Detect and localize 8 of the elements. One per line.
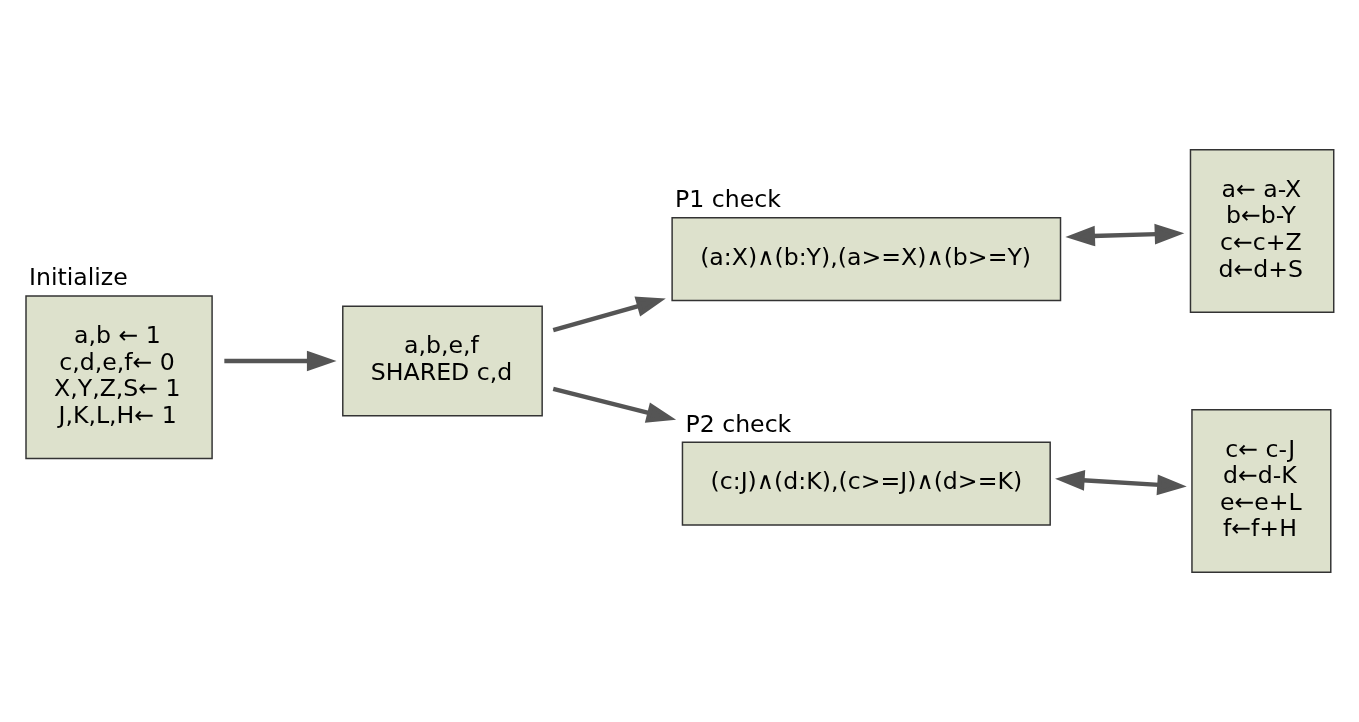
node-label: P2 check [685,409,792,438]
arrow [224,350,337,372]
node-label: Initialize [28,263,128,292]
arrow [1065,223,1185,247]
arrow [1055,470,1187,496]
node-label: P1 check [675,185,781,214]
arrow [552,296,666,333]
arrow [552,386,677,423]
